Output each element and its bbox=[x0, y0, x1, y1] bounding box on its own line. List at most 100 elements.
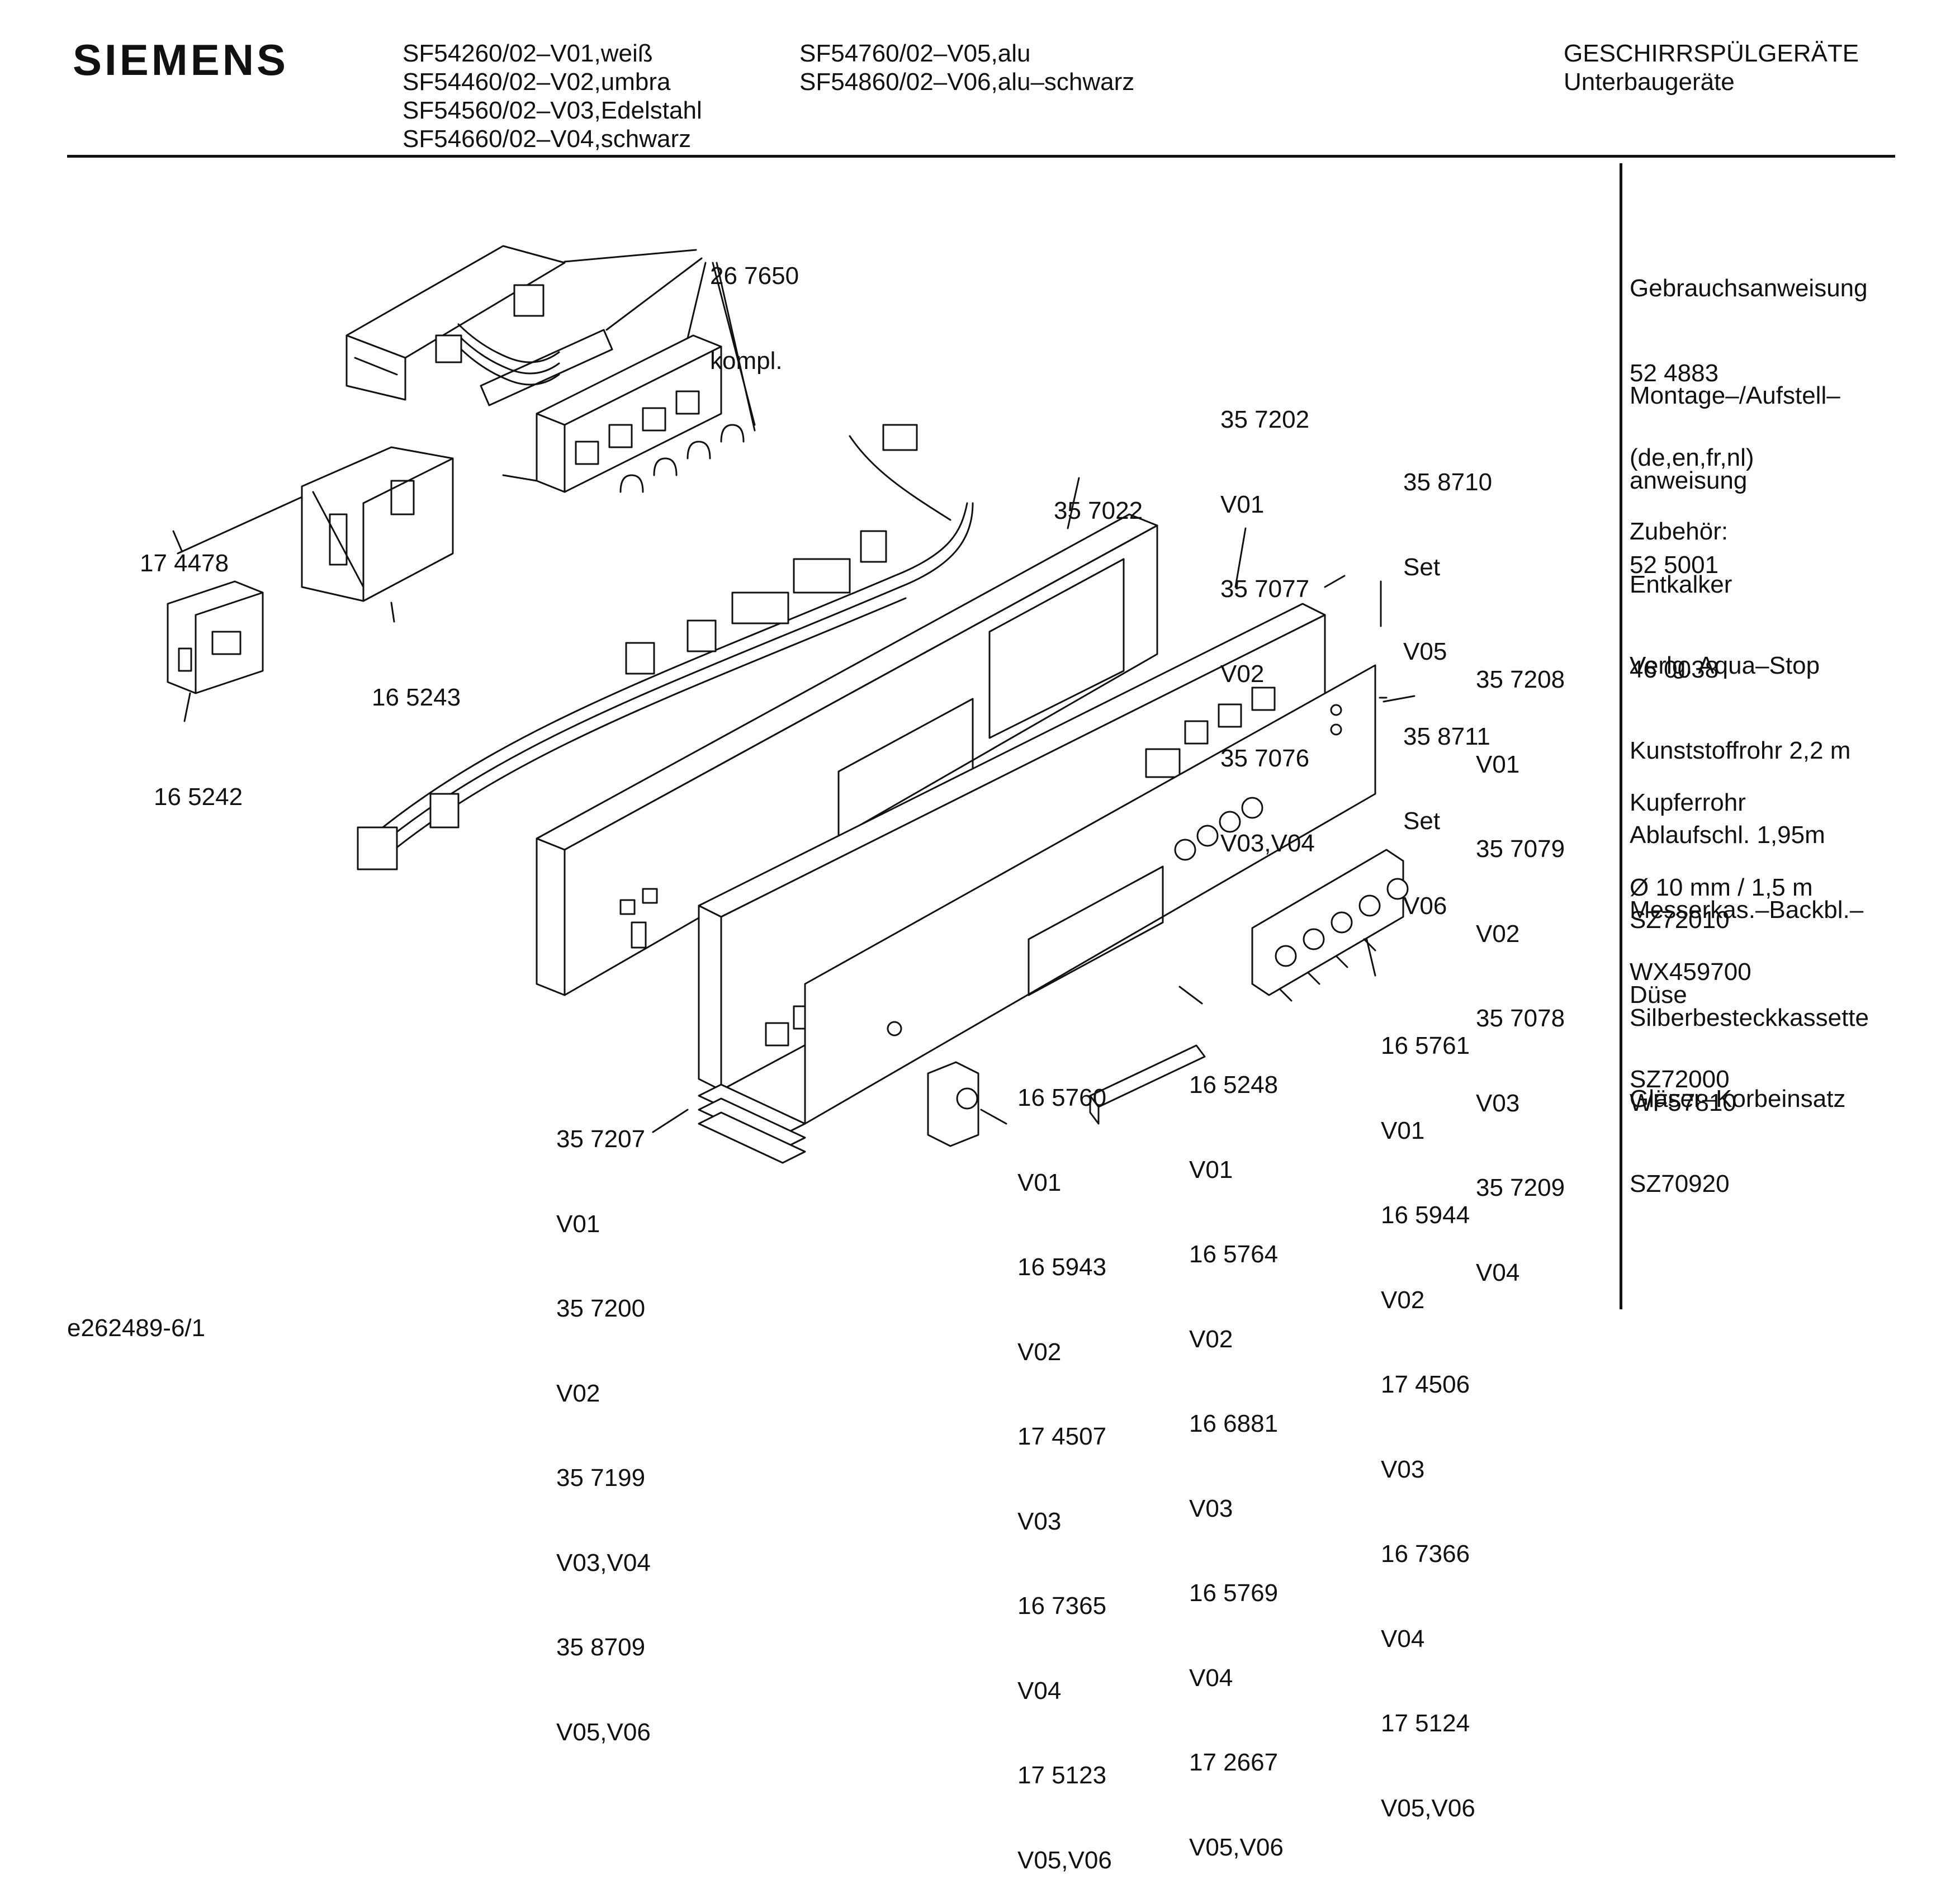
part-line: 17 5123 bbox=[1017, 1762, 1107, 1789]
wiring-harness bbox=[358, 425, 973, 869]
bracket-assembly bbox=[302, 447, 453, 601]
sidebar-installation: Montage–/Aufstell– anweisung 52 5001 bbox=[1630, 325, 1840, 608]
sidebar-line: Entkalker bbox=[1630, 571, 1732, 598]
part-line: 35 7078 bbox=[1476, 1005, 1565, 1032]
part-line: V02 bbox=[1189, 1325, 1233, 1353]
sidebar-line: Düse bbox=[1630, 981, 1687, 1009]
sidebar-line: Ablaufschl. 1,95m bbox=[1630, 821, 1825, 849]
part-line: V03 bbox=[1381, 1455, 1425, 1483]
part-number: 35 7022 bbox=[1054, 497, 1143, 524]
part-line: 35 7202 bbox=[1220, 406, 1310, 433]
part-line: 35 8711 bbox=[1403, 722, 1490, 750]
part-label-165761: 16 5761 V01 16 5944 V02 17 4506 V03 16 7… bbox=[1381, 976, 1475, 1851]
model-line: SF54560/02–V03,Edelstahl bbox=[403, 97, 702, 124]
part-label-165248: 16 5248 V01 16 5764 V02 16 6881 V03 16 5… bbox=[1189, 1015, 1284, 1890]
sidebar-line: Zubehör: bbox=[1630, 518, 1729, 545]
part-line: V03 bbox=[1017, 1507, 1062, 1535]
sidebar-cutlery-basket: Silberbesteckkassette WF57810 bbox=[1630, 948, 1869, 1145]
part-line: V01 bbox=[556, 1210, 600, 1238]
part-number: 26 7650 bbox=[710, 262, 799, 290]
sidebar-line: SZ72000 bbox=[1630, 1066, 1730, 1093]
part-number: 16 5243 bbox=[372, 684, 461, 711]
part-line: 16 5760 bbox=[1017, 1084, 1107, 1111]
sidebar-line: SZ70920 bbox=[1630, 1170, 1730, 1197]
part-label-165760: 16 5760 V01 16 5943 V02 17 4507 V03 16 7… bbox=[1017, 1028, 1112, 1903]
sidebar-descaler: Entkalker 46 0038 bbox=[1630, 514, 1732, 712]
sidebar-accessories-heading: Zubehör: bbox=[1630, 461, 1728, 574]
part-label-357207: 35 7207 V01 35 7200 V02 35 7199 V03,V04 … bbox=[556, 1069, 651, 1775]
part-line: Set bbox=[1403, 807, 1441, 835]
part-line: V04 bbox=[1189, 1664, 1233, 1692]
part-line: V01 bbox=[1017, 1168, 1062, 1196]
part-line: V01 bbox=[1220, 490, 1265, 518]
part-line: Set bbox=[1403, 553, 1441, 581]
model-line: SF54860/02–V06,alu–schwarz bbox=[799, 68, 1135, 96]
category-line: Unterbaugeräte bbox=[1564, 68, 1735, 96]
sidebar-line: SZ72010 bbox=[1630, 906, 1730, 934]
part-line: V03 bbox=[1476, 1089, 1520, 1117]
part-note: kompl. bbox=[710, 347, 783, 375]
model-list-1: SF54260/02–V01,weiß SF54460/02–V02,umbra… bbox=[403, 39, 702, 153]
sidebar-line: 46 0038 bbox=[1630, 655, 1719, 683]
part-line: 35 8709 bbox=[556, 1634, 646, 1661]
header-divider bbox=[67, 155, 1895, 158]
knob-row bbox=[1252, 850, 1408, 1001]
part-line: 16 5761 bbox=[1381, 1032, 1470, 1059]
part-line: V02 bbox=[1476, 920, 1520, 948]
part-line: V01 bbox=[1381, 1116, 1425, 1144]
front-fascia-panel bbox=[805, 665, 1375, 1124]
sidebar-line: Kupferrohr bbox=[1630, 789, 1746, 816]
part-line: 35 7077 bbox=[1220, 575, 1310, 603]
part-line: 35 7079 bbox=[1476, 835, 1565, 863]
sidebar-line: WF57810 bbox=[1630, 1088, 1736, 1116]
part-label-165243: 16 5243 bbox=[372, 627, 461, 740]
sidebar-line: (de,en,fr,nl) bbox=[1630, 444, 1754, 471]
part-line: 35 7200 bbox=[556, 1295, 646, 1322]
part-line: 35 7076 bbox=[1220, 745, 1310, 772]
part-line: V04 bbox=[1476, 1258, 1520, 1286]
part-number: 16 5242 bbox=[154, 783, 243, 811]
sidebar-line: Silberbesteckkassette bbox=[1630, 1004, 1869, 1031]
part-line: V02 bbox=[1220, 660, 1265, 688]
part-label-174478: 17 4478 bbox=[140, 493, 229, 606]
part-label-358710: 35 8710 Set V05 35 8711 Set V06 bbox=[1403, 412, 1492, 949]
part-label-165242: 16 5242 bbox=[154, 727, 243, 840]
part-line: 35 8710 bbox=[1403, 468, 1493, 496]
part-line: 17 2667 bbox=[1189, 1749, 1279, 1776]
part-line: 35 7209 bbox=[1476, 1174, 1565, 1201]
part-line: V03,V04 bbox=[1220, 829, 1315, 857]
sidebar-aqua-stop: Verlg. Aqua–Stop Kunststoffrohr 2,2 m Ab… bbox=[1630, 595, 1850, 963]
sidebar-line: Montage–/Aufstell– bbox=[1630, 382, 1840, 409]
category-title: GESCHIRRSPÜLGERÄTE Unterbaugeräte bbox=[1564, 39, 1859, 96]
sidebar-line: Verlg. Aqua–Stop bbox=[1630, 652, 1820, 679]
part-label-267650: 26 7650 kompl. bbox=[710, 206, 799, 404]
rear-panel-frame bbox=[537, 514, 1157, 995]
part-line: V05,V06 bbox=[1189, 1833, 1284, 1861]
sidebar-nozzle: Messerkas.–Backbl.– Düse SZ72000 bbox=[1630, 840, 1863, 1122]
sidebar-line: 52 4883 bbox=[1630, 359, 1719, 387]
sidebar-line: Ø 10 mm / 1,5 m bbox=[1630, 873, 1813, 901]
part-label-357022: 35 7022 bbox=[1054, 441, 1143, 553]
model-line: SF54760/02–V05,alu bbox=[799, 40, 1031, 67]
part-line: V05 bbox=[1403, 638, 1447, 665]
part-line: 35 7208 bbox=[1476, 666, 1565, 693]
part-line: 16 5764 bbox=[1189, 1241, 1279, 1268]
switch-module bbox=[168, 581, 263, 693]
exploded-view-drawing bbox=[0, 0, 1960, 1376]
part-line: V03 bbox=[1189, 1494, 1233, 1522]
part-line: 16 6881 bbox=[1189, 1410, 1279, 1437]
drawing-id: e262489-6/1 bbox=[67, 1314, 206, 1342]
sidebar-manual: Gebrauchsanweisung 52 4883 (de,en,fr,nl) bbox=[1630, 218, 1868, 500]
part-line: 17 4506 bbox=[1381, 1371, 1470, 1398]
part-line: 17 4507 bbox=[1017, 1423, 1107, 1450]
sidebar-line: Kunststoffrohr 2,2 m bbox=[1630, 736, 1851, 764]
display-board-assembly bbox=[347, 246, 744, 492]
part-line: V05,V06 bbox=[1381, 1794, 1475, 1822]
part-line: 16 5944 bbox=[1381, 1201, 1470, 1229]
part-line: V01 bbox=[1189, 1156, 1233, 1184]
category-line: GESCHIRRSPÜLGERÄTE bbox=[1564, 40, 1859, 67]
slide-strip bbox=[1090, 1045, 1205, 1124]
siemens-logo: SIEMENS bbox=[73, 35, 289, 84]
part-line: 16 5769 bbox=[1189, 1579, 1279, 1607]
part-line: 16 7365 bbox=[1017, 1592, 1107, 1620]
